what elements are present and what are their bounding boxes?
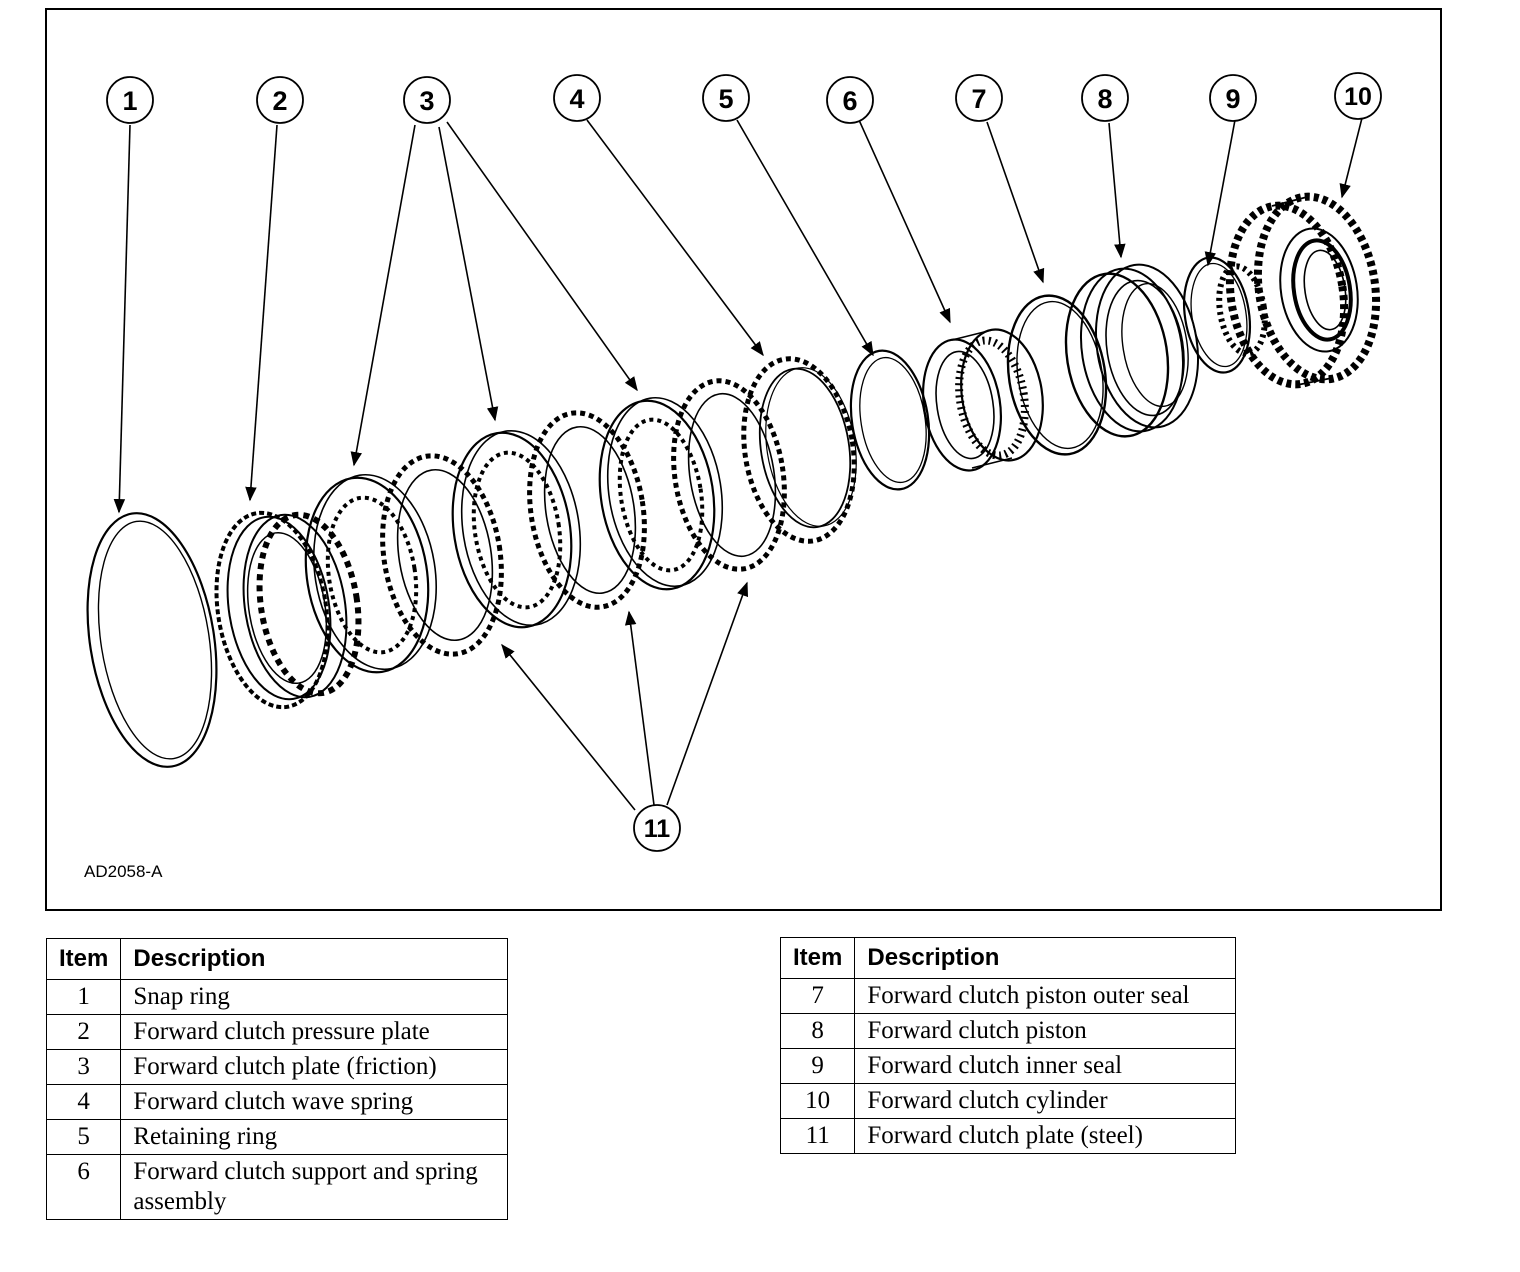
item-description: Forward clutch piston outer seal: [854, 978, 1236, 1014]
table-row: 9 Forward clutch inner seal: [779, 1048, 1236, 1084]
callout-label-1: 1: [122, 86, 137, 116]
callout-labels: 1 2 3 4 5 6 7 8 9 10 11: [122, 83, 1371, 843]
part-pressure-plate: [214, 510, 362, 710]
item-number: 3: [45, 1049, 122, 1085]
table-row: 8 Forward clutch piston: [779, 1013, 1236, 1049]
item-description: Forward clutch plate (steel): [854, 1118, 1236, 1154]
part-piston-outer-seal: [1006, 294, 1108, 456]
callout-circle-5: [702, 74, 750, 122]
callout-circle-3: [403, 76, 451, 124]
item-description: Forward clutch inner seal: [854, 1048, 1236, 1084]
part-snap-ring: [86, 512, 218, 768]
item-description: Forward clutch piston: [854, 1013, 1236, 1049]
leader-4: [586, 119, 764, 357]
figure-code: AD2058-A: [84, 862, 163, 881]
item-description: Forward clutch wave spring: [120, 1084, 508, 1120]
leader-3c: [446, 121, 638, 392]
item-description: Forward clutch cylinder: [854, 1083, 1236, 1119]
item-number: 5: [45, 1119, 122, 1155]
table-row: 3 Forward clutch plate (friction): [45, 1049, 508, 1085]
callout-circles: [106, 72, 1382, 852]
callout-label-3: 3: [419, 86, 434, 116]
leader-11a: [501, 643, 636, 811]
table-row: 10 Forward clutch cylinder: [779, 1083, 1236, 1119]
header-description: Description: [854, 937, 1236, 979]
callout-circle-1: [106, 76, 154, 124]
item-number: 7: [779, 978, 856, 1014]
callout-label-4: 4: [569, 84, 584, 114]
part-piston: [1064, 263, 1200, 438]
callout-label-9: 9: [1225, 84, 1240, 114]
part-wave-spring: [741, 356, 857, 544]
callout-circle-2: [256, 76, 304, 124]
table-row: 7 Forward clutch piston outer seal: [779, 978, 1236, 1014]
parts-table-left: Item Description 1 Snap ring 2 Forward c…: [45, 938, 508, 1220]
table-header-row: Item Description: [45, 938, 508, 980]
item-number: 11: [779, 1118, 856, 1154]
leader-3a: [350, 124, 416, 467]
callout-label-6: 6: [842, 86, 857, 116]
item-number: 4: [45, 1084, 122, 1120]
part-steel-plate-3: [671, 378, 787, 572]
header-item: Item: [45, 938, 122, 980]
part-steel-plate-1: [380, 453, 504, 657]
part-friction-plate-3: [598, 396, 724, 591]
diagram-canvas: 1 2 3 4 5 6 7 8 9 10 11 AD2058-A: [84, 72, 1382, 881]
leader-11b: [624, 610, 655, 806]
callout-circle-8: [1081, 74, 1129, 122]
leader-3b: [438, 126, 499, 422]
table-row: 1 Snap ring: [45, 979, 508, 1015]
item-description: Forward clutch support and spring assemb…: [120, 1154, 508, 1220]
table-row: 6 Forward clutch support and spring asse…: [45, 1154, 508, 1220]
callout-label-7: 7: [971, 84, 986, 114]
callout-circle-10: [1334, 72, 1382, 120]
leader-11c: [666, 581, 749, 806]
leader-5: [736, 119, 874, 357]
leader-8: [1108, 122, 1126, 259]
callout-circle-9: [1209, 74, 1257, 122]
leader-9: [1204, 119, 1236, 267]
table-row: 5 Retaining ring: [45, 1119, 508, 1155]
leader-2: [245, 124, 278, 502]
leader-10: [1339, 117, 1363, 199]
item-number: 9: [779, 1048, 856, 1084]
item-number: 8: [779, 1013, 856, 1049]
item-number: 2: [45, 1014, 122, 1050]
leader-lines: [113, 117, 1363, 811]
item-description: Snap ring: [120, 979, 508, 1015]
callout-circle-6: [826, 76, 874, 124]
item-description: Forward clutch pressure plate: [120, 1014, 508, 1050]
item-description: Retaining ring: [120, 1119, 508, 1155]
part-support-spring-assembly: [921, 328, 1044, 472]
table-row: 4 Forward clutch wave spring: [45, 1084, 508, 1120]
leader-6: [858, 119, 951, 324]
callout-circle-4: [553, 74, 601, 122]
parts-table-right: Item Description 7 Forward clutch piston…: [779, 937, 1236, 1154]
callout-label-2: 2: [272, 86, 287, 116]
table-row: 2 Forward clutch pressure plate: [45, 1014, 508, 1050]
part-friction-plate-1: [304, 473, 438, 674]
leader-7: [986, 121, 1045, 284]
item-number: 6: [45, 1154, 122, 1220]
item-number: 10: [779, 1083, 856, 1119]
part-steel-plate-2: [527, 410, 647, 610]
callout-label-11: 11: [644, 815, 671, 843]
header-item: Item: [779, 937, 856, 979]
item-number: 1: [45, 979, 122, 1015]
callout-circle-11: [633, 804, 681, 852]
leader-1: [113, 124, 131, 514]
exploded-view-diagram: 1 2 3 4 5 6 7 8 9 10 11 AD2058-A: [45, 8, 1442, 911]
callout-label-8: 8: [1097, 84, 1112, 114]
table-header-row: Item Description: [779, 937, 1236, 979]
callout-circle-7: [955, 74, 1003, 122]
item-description: Forward clutch plate (friction): [120, 1049, 508, 1085]
callout-label-10: 10: [1344, 83, 1372, 111]
table-row: 11 Forward clutch plate (steel): [779, 1118, 1236, 1154]
callout-label-5: 5: [718, 84, 733, 114]
part-friction-plate-2: [451, 429, 582, 629]
header-description: Description: [120, 938, 508, 980]
